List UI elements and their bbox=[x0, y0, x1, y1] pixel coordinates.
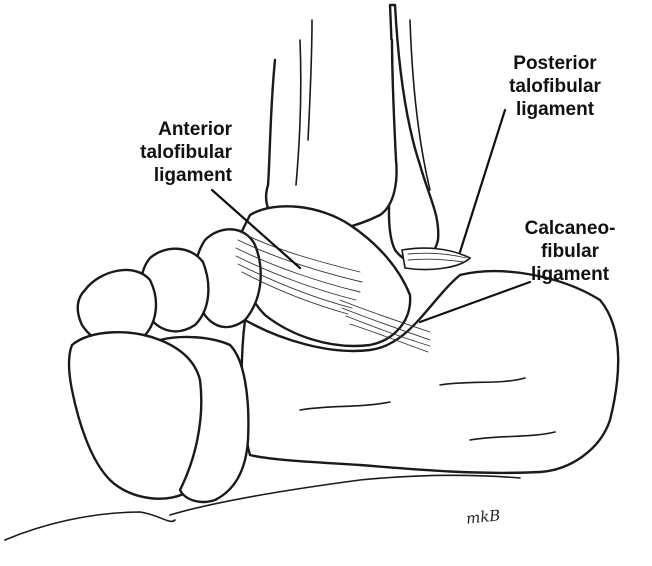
label-calcaneofibular: Calcaneo- fibular ligament bbox=[500, 217, 640, 286]
artist-signature: mkB bbox=[465, 506, 501, 527]
fibula-shaft bbox=[389, 5, 438, 262]
label-anterior-talofibular: Anterior talofibular ligament bbox=[72, 118, 232, 187]
label-calcaneo-line2: fibular bbox=[500, 240, 640, 263]
label-anterior-line2: talofibular bbox=[72, 141, 232, 164]
label-posterior-talofibular: Posterior talofibular ligament bbox=[475, 52, 635, 121]
forefoot-edge bbox=[5, 512, 175, 540]
label-posterior-line3: ligament bbox=[475, 98, 635, 121]
label-posterior-line2: talofibular bbox=[475, 75, 635, 98]
label-anterior-line3: ligament bbox=[72, 164, 232, 187]
label-posterior-line1: Posterior bbox=[475, 52, 635, 75]
leader-posterior bbox=[460, 110, 505, 252]
label-anterior-line1: Anterior bbox=[72, 118, 232, 141]
label-calcaneo-line3: ligament bbox=[500, 263, 640, 286]
tibia-shaft bbox=[266, 20, 396, 231]
label-calcaneo-line1: Calcaneo- bbox=[500, 217, 640, 240]
